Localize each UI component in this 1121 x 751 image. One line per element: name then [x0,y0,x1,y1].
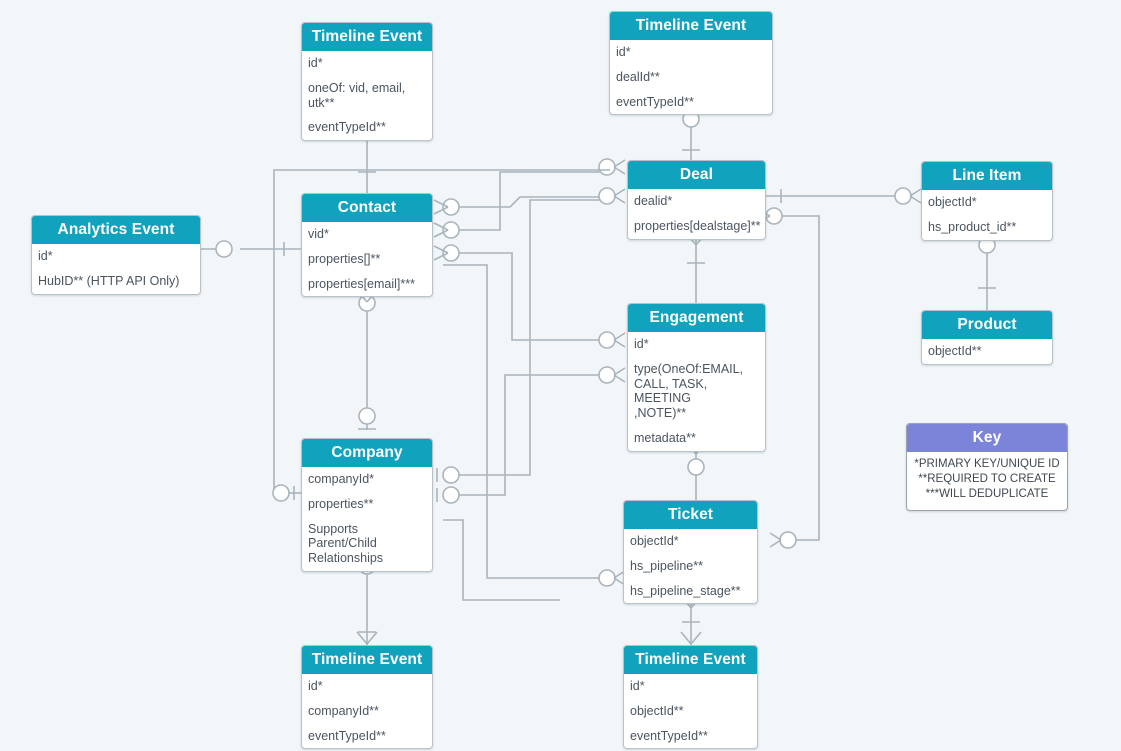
field-row: eventTypeId** [630,728,708,743]
entity-product[interactable]: Product objectId** [921,310,1053,365]
field-row: eventTypeId** [308,728,386,743]
entity-fields: id* HubID** (HTTP API Only) [32,244,200,294]
entity-title: Product [922,311,1052,340]
field-row: properties** [308,496,374,511]
field-row: vid* [308,227,329,242]
field-row: properties[]** [308,251,381,266]
entity-title: Deal [628,161,765,190]
field-row: objectId* [928,195,977,210]
entity-ticket[interactable]: Ticket objectId* hs_pipeline** hs_pipeli… [623,500,758,605]
legend-title: Key [907,424,1067,453]
legend-text: *PRIMARY KEY/UNIQUE ID **REQUIRED TO CRE… [914,458,1060,501]
field-row: properties[dealstage]** [634,218,761,233]
field-row: Supports Parent/Child Relationships [308,521,384,566]
entity-contact[interactable]: Contact vid* properties[]** properties[e… [301,193,433,298]
entity-fields: id* oneOf: vid, email, utk** eventTypeId… [302,51,432,140]
field-row: id* [616,45,631,60]
field-row: HubID** (HTTP API Only) [38,273,180,288]
entity-title: Analytics Event [32,216,200,245]
entity-fields: id* objectId** eventTypeId** [624,674,757,748]
entity-fields: objectId* hs_product_id** [922,190,1052,240]
entity-fields: id* dealId** eventTypeId** [610,40,772,114]
field-row: metadata** [634,430,696,445]
field-row: id* [38,249,53,264]
legend-items: *PRIMARY KEY/UNIQUE ID **REQUIRED TO CRE… [907,452,1067,510]
entity-analytics-event[interactable]: Analytics Event id* HubID** (HTTP API On… [31,215,201,295]
field-row: objectId** [928,344,982,359]
field-row: dealId** [616,69,660,84]
field-row: objectId* [630,534,679,549]
field-row: companyId** [308,703,379,718]
entity-line-item[interactable]: Line Item objectId* hs_product_id** [921,161,1053,241]
field-row: hs_pipeline_stage** [630,583,741,598]
entity-engagement[interactable]: Engagement id* type(OneOf:EMAIL, CALL, T… [627,303,766,452]
entity-fields: id* companyId** eventTypeId** [302,674,432,748]
field-row: id* [308,56,323,71]
entity-fields: objectId** [922,339,1052,364]
field-row: id* [630,679,645,694]
field-row: id* [308,679,323,694]
field-row: oneOf: vid, email, utk** [308,80,406,110]
field-row: hs_product_id** [928,219,1017,234]
entity-timeline-event-contact[interactable]: Timeline Event id* oneOf: vid, email, ut… [301,22,433,142]
entity-title: Timeline Event [624,646,757,675]
field-row: eventTypeId** [308,120,386,135]
entity-title: Contact [302,194,432,223]
entity-timeline-event-ticket[interactable]: Timeline Event id* objectId** eventTypeI… [623,645,758,750]
field-row: companyId* [308,472,375,487]
field-row: eventTypeId** [616,94,694,109]
entity-title: Timeline Event [302,646,432,675]
field-row: id* [634,337,649,352]
entity-title: Company [302,439,432,468]
entity-title: Line Item [922,162,1052,191]
field-row: dealid* [634,194,673,209]
entity-deal[interactable]: Deal dealid* properties[dealstage]** [627,160,766,240]
field-row: objectId** [630,703,684,718]
field-row: type(OneOf:EMAIL, CALL, TASK, MEETING ,N… [634,361,744,421]
field-row: properties[email]*** [308,276,415,291]
entity-fields: id* type(OneOf:EMAIL, CALL, TASK, MEETIN… [628,332,765,451]
entity-fields: dealid* properties[dealstage]** [628,189,765,239]
entity-timeline-event-company[interactable]: Timeline Event id* companyId** eventType… [301,645,433,750]
entity-title: Timeline Event [302,23,432,52]
entity-fields: vid* properties[]** properties[email]*** [302,222,432,296]
entity-timeline-event-deal[interactable]: Timeline Event id* dealId** eventTypeId*… [609,11,773,116]
legend-key: Key *PRIMARY KEY/UNIQUE ID **REQUIRED TO… [906,423,1068,511]
entity-title: Engagement [628,304,765,333]
entity-fields: objectId* hs_pipeline** hs_pipeline_stag… [624,529,757,603]
entity-company[interactable]: Company companyId* properties** Supports… [301,438,433,572]
entity-title: Timeline Event [610,12,772,41]
entity-fields: companyId* properties** Supports Parent/… [302,467,432,571]
field-row: hs_pipeline** [630,558,703,573]
entity-title: Ticket [624,501,757,530]
